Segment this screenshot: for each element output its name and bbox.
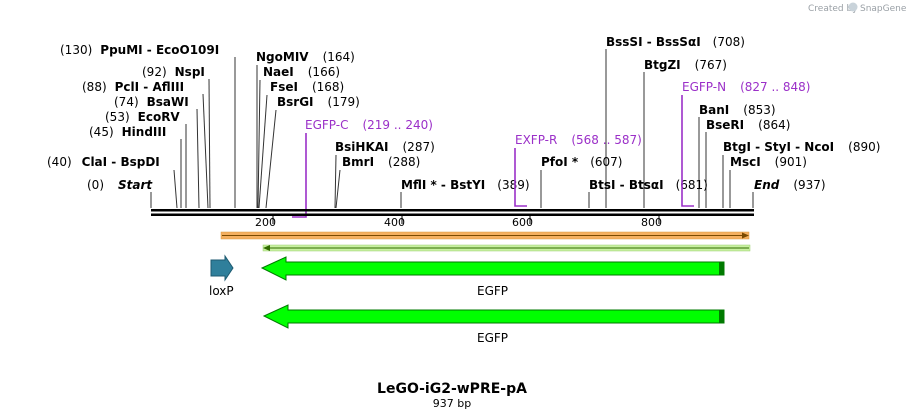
snapgene-logo-icon (848, 2, 858, 12)
site-btsi[interactable]: BtsI - BtsαI(681) (589, 178, 708, 192)
credit-prefix: Created by (808, 4, 858, 14)
ruler-label-600: 600 (512, 216, 533, 229)
site-ngomiv[interactable]: NgoMIV(164) (256, 50, 355, 64)
svg-text:EGFP-N(827 .. 848): EGFP-N(827 .. 848) (682, 80, 811, 94)
site-bsihkai[interactable]: BsiHKAI(287) (335, 140, 435, 154)
map-length: 937 bp (433, 397, 471, 410)
site-end[interactable]: End(937) (754, 178, 826, 192)
ruler-label-800: 800 (641, 216, 662, 229)
map-title: LeGO-iG2-wPRE-pA (377, 381, 527, 397)
site-bsrgi[interactable]: BsrGI(179) (277, 95, 360, 109)
feature-label-egfp-1: EGFP (477, 284, 508, 298)
credit-brand: SnapGene (860, 4, 906, 14)
site-ppumi[interactable]: (130)PpuMI - EcoO109I (60, 43, 219, 57)
site-naei[interactable]: NaeI(166) (263, 65, 340, 79)
svg-text:EXFP-R(568 .. 587): EXFP-R(568 .. 587) (515, 133, 642, 147)
site-btgzi[interactable]: BtgZI(767) (644, 58, 727, 72)
site-hindiii[interactable]: (45)HindIII (89, 125, 166, 139)
site-nspi[interactable]: (92)NspI (142, 65, 205, 79)
primer-egfp-n[interactable]: EGFP-N(827 .. 848) (681, 80, 811, 207)
feature-egfp-1[interactable]: EGFP (260, 256, 725, 298)
orf-reverse[interactable] (262, 244, 751, 252)
svg-text:EGFP-C(219 .. 240): EGFP-C(219 .. 240) (305, 118, 433, 132)
site-fsei[interactable]: FseI(168) (270, 80, 344, 94)
site-leader-lines (150, 49, 754, 209)
site-bmri[interactable]: BmrI(288) (342, 155, 420, 169)
primer-egfp-c[interactable]: EGFP-C(219 .. 240) (292, 118, 433, 218)
ruler-label-400: 400 (384, 216, 405, 229)
feature-label-loxp: loxP (209, 284, 234, 298)
dna-backbone (151, 209, 754, 216)
site-msci[interactable]: MscI(901) (730, 155, 807, 169)
snapgene-credit: Created by SnapGene (808, 2, 906, 14)
feature-egfp-2[interactable]: EGFP (262, 304, 725, 345)
ruler: 200 400 600 800 (255, 216, 662, 229)
primers: EGFP-C(219 .. 240) EXFP-R(568 .. 587) EG… (292, 80, 811, 218)
site-bseri[interactable]: BseRI(864) (706, 118, 790, 132)
site-pfoi[interactable]: PfoI *(607) (541, 155, 622, 169)
site-pcli[interactable]: (88)PclI - AflIII (82, 80, 184, 94)
restriction-sites: (0)Start (40)ClaI - BspDI (45)HindIII (5… (47, 35, 880, 192)
site-clai[interactable]: (40)ClaI - BspDI (47, 155, 160, 169)
primer-exfp-r[interactable]: EXFP-R(568 .. 587) (514, 133, 642, 207)
site-start[interactable]: (0)Start (87, 178, 153, 192)
site-bani[interactable]: BanI(853) (699, 103, 776, 117)
orf-forward[interactable] (220, 231, 750, 240)
site-btgi[interactable]: BtgI - StyI - NcoI(890) (723, 140, 880, 154)
site-bsssi[interactable]: BssSI - BssSαI(708) (606, 35, 745, 49)
site-mfli[interactable]: MflI * - BstYI(389) (401, 178, 530, 192)
feature-label-egfp-2: EGFP (477, 331, 508, 345)
site-ecorv[interactable]: (53)EcoRV (105, 110, 180, 124)
feature-loxp[interactable]: loxP (209, 254, 234, 298)
ruler-label-200: 200 (255, 216, 276, 229)
site-bsawi[interactable]: (74)BsaWI (114, 95, 189, 109)
